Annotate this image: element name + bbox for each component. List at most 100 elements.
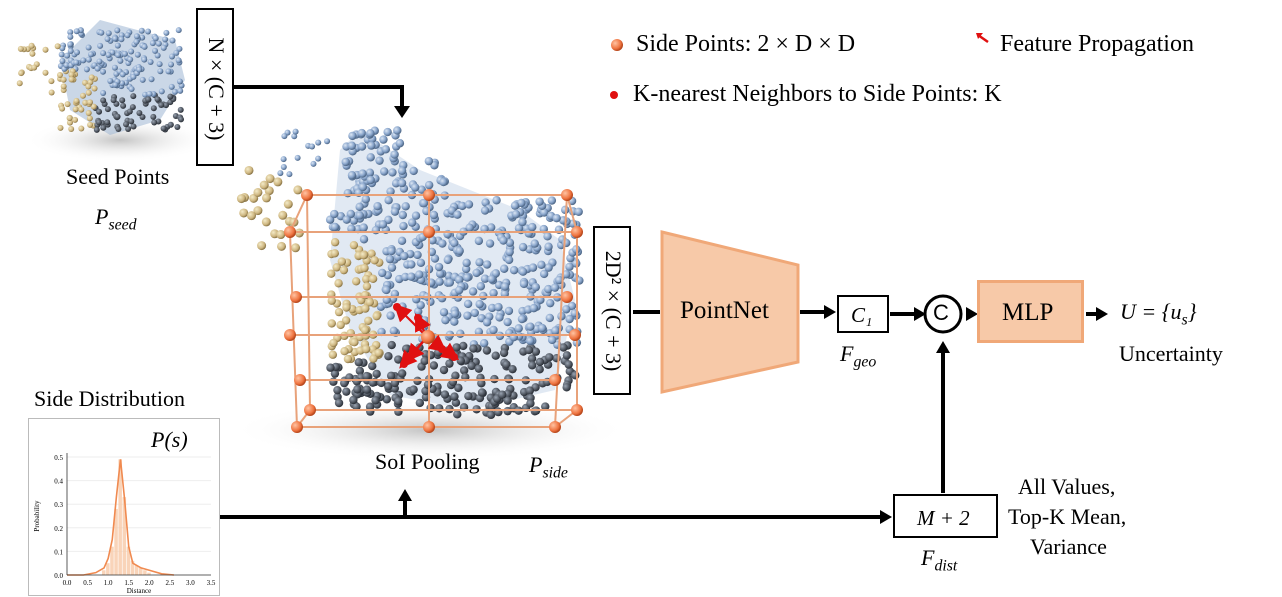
main-cloud-point bbox=[366, 175, 375, 185]
main-cloud-point bbox=[330, 238, 340, 247]
main-cloud-point bbox=[455, 246, 464, 256]
main-cloud-point bbox=[518, 242, 528, 252]
main-cloud-point bbox=[310, 160, 317, 167]
seed-cloud-point bbox=[133, 33, 140, 40]
main-cloud-point bbox=[329, 338, 338, 348]
seed-cloud-point bbox=[59, 45, 66, 52]
main-cloud-point bbox=[358, 182, 368, 192]
main-cloud-point bbox=[348, 131, 357, 141]
seed-cloud-point bbox=[73, 97, 80, 104]
seed-cloud-point bbox=[118, 36, 125, 43]
main-cloud-point bbox=[379, 167, 389, 176]
main-cloud-point bbox=[339, 265, 349, 275]
main-cloud-point bbox=[538, 323, 547, 333]
seed-cloud-point bbox=[78, 106, 85, 113]
seed-cloud-point bbox=[18, 70, 25, 77]
seed-cloud-point bbox=[119, 80, 126, 87]
main-cloud-point bbox=[337, 257, 347, 266]
seed-cloud-point bbox=[86, 115, 93, 122]
main-cloud-point bbox=[480, 274, 490, 283]
main-cloud-point bbox=[487, 303, 497, 313]
main-cloud-point bbox=[479, 339, 489, 348]
hist-density-line bbox=[67, 459, 175, 576]
seed-cloud-point bbox=[28, 42, 35, 49]
main-cloud-point bbox=[469, 344, 478, 353]
main-cloud-point bbox=[487, 274, 496, 284]
main-cloud-point bbox=[518, 267, 528, 276]
main-cloud-point bbox=[415, 398, 425, 408]
main-cloud-point bbox=[397, 236, 407, 246]
main-cloud-point bbox=[474, 236, 484, 246]
main-cloud-point bbox=[535, 365, 544, 374]
hist-bar bbox=[101, 570, 106, 575]
main-cloud-point bbox=[472, 268, 481, 278]
center-side-point bbox=[421, 330, 435, 344]
side-point bbox=[561, 291, 573, 303]
seed-cloud-point bbox=[31, 64, 38, 71]
seed-cloud-point bbox=[17, 45, 24, 52]
seed-cloud-point bbox=[177, 106, 184, 113]
main-cloud-point bbox=[528, 263, 538, 272]
main-cloud-point bbox=[350, 338, 359, 347]
seed-cloud-point bbox=[85, 110, 92, 117]
main-cloud-point bbox=[293, 185, 303, 195]
seed-cloud-point bbox=[90, 103, 97, 110]
main-cloud-point bbox=[541, 402, 550, 411]
seed-cloud-point bbox=[177, 87, 184, 94]
seed-cloud-point bbox=[146, 90, 153, 97]
main-cloud-point bbox=[504, 255, 514, 265]
main-cloud-point bbox=[291, 243, 301, 253]
main-cloud-point bbox=[503, 317, 512, 327]
main-cloud-point bbox=[401, 272, 410, 282]
seed-to-cloud-arrow bbox=[234, 85, 404, 108]
side-point bbox=[301, 189, 313, 201]
main-cloud-point bbox=[283, 199, 293, 209]
seed-cloud-point bbox=[121, 50, 128, 57]
main-cloud-point bbox=[439, 365, 449, 375]
seed-cloud-point bbox=[64, 52, 71, 59]
main-cloud-point bbox=[347, 141, 357, 150]
main-cloud-point bbox=[387, 263, 397, 272]
main-cloud-point bbox=[384, 352, 393, 361]
side-point bbox=[571, 404, 583, 416]
seed-cloud-point bbox=[85, 44, 92, 51]
geo-box: C₁ bbox=[837, 295, 889, 333]
main-cloud-point bbox=[562, 383, 571, 392]
main-cloud-point bbox=[511, 210, 521, 219]
hist-ylabel: Probability bbox=[33, 500, 41, 532]
main-cloud-point bbox=[385, 254, 395, 264]
main-cloud-point bbox=[389, 326, 398, 336]
main-cloud-point bbox=[537, 260, 546, 270]
main-cloud-point bbox=[359, 223, 368, 232]
main-cloud-point bbox=[334, 279, 343, 288]
seed-cloud-point bbox=[80, 57, 87, 64]
main-cloud-point bbox=[359, 235, 369, 244]
hist-xtick: 3.5 bbox=[207, 579, 216, 587]
hist-bar bbox=[122, 497, 127, 575]
main-cloud-point bbox=[383, 127, 392, 137]
main-cloud-point bbox=[461, 264, 471, 274]
hist-xlabel: Distance bbox=[127, 587, 152, 595]
main-cloud-point bbox=[247, 211, 257, 221]
seed-cloud-point bbox=[169, 37, 176, 44]
seed-cloud-point bbox=[66, 119, 73, 126]
seed-cloud-point bbox=[160, 125, 167, 132]
pooling-shape-label: 2D² × (C + 3) bbox=[601, 250, 626, 372]
seed-cloud-point bbox=[138, 27, 145, 34]
main-cloud-point bbox=[530, 239, 539, 248]
main-cloud-point bbox=[430, 254, 440, 263]
hist-bar bbox=[126, 546, 131, 575]
side-point bbox=[423, 421, 435, 433]
main-cloud-point bbox=[531, 282, 540, 292]
main-cloud-point bbox=[528, 222, 537, 232]
main-cloud-point bbox=[364, 316, 373, 325]
seed-cloud-point bbox=[167, 121, 174, 128]
main-cloud-point bbox=[458, 201, 467, 211]
side-distribution-title: Side Distribution bbox=[34, 386, 185, 411]
side-point bbox=[284, 329, 296, 341]
side-point bbox=[549, 421, 561, 433]
main-cloud-point bbox=[334, 307, 344, 317]
main-cloud-point bbox=[440, 390, 450, 399]
main-cloud-point bbox=[371, 225, 381, 235]
hist-bar bbox=[106, 563, 110, 575]
